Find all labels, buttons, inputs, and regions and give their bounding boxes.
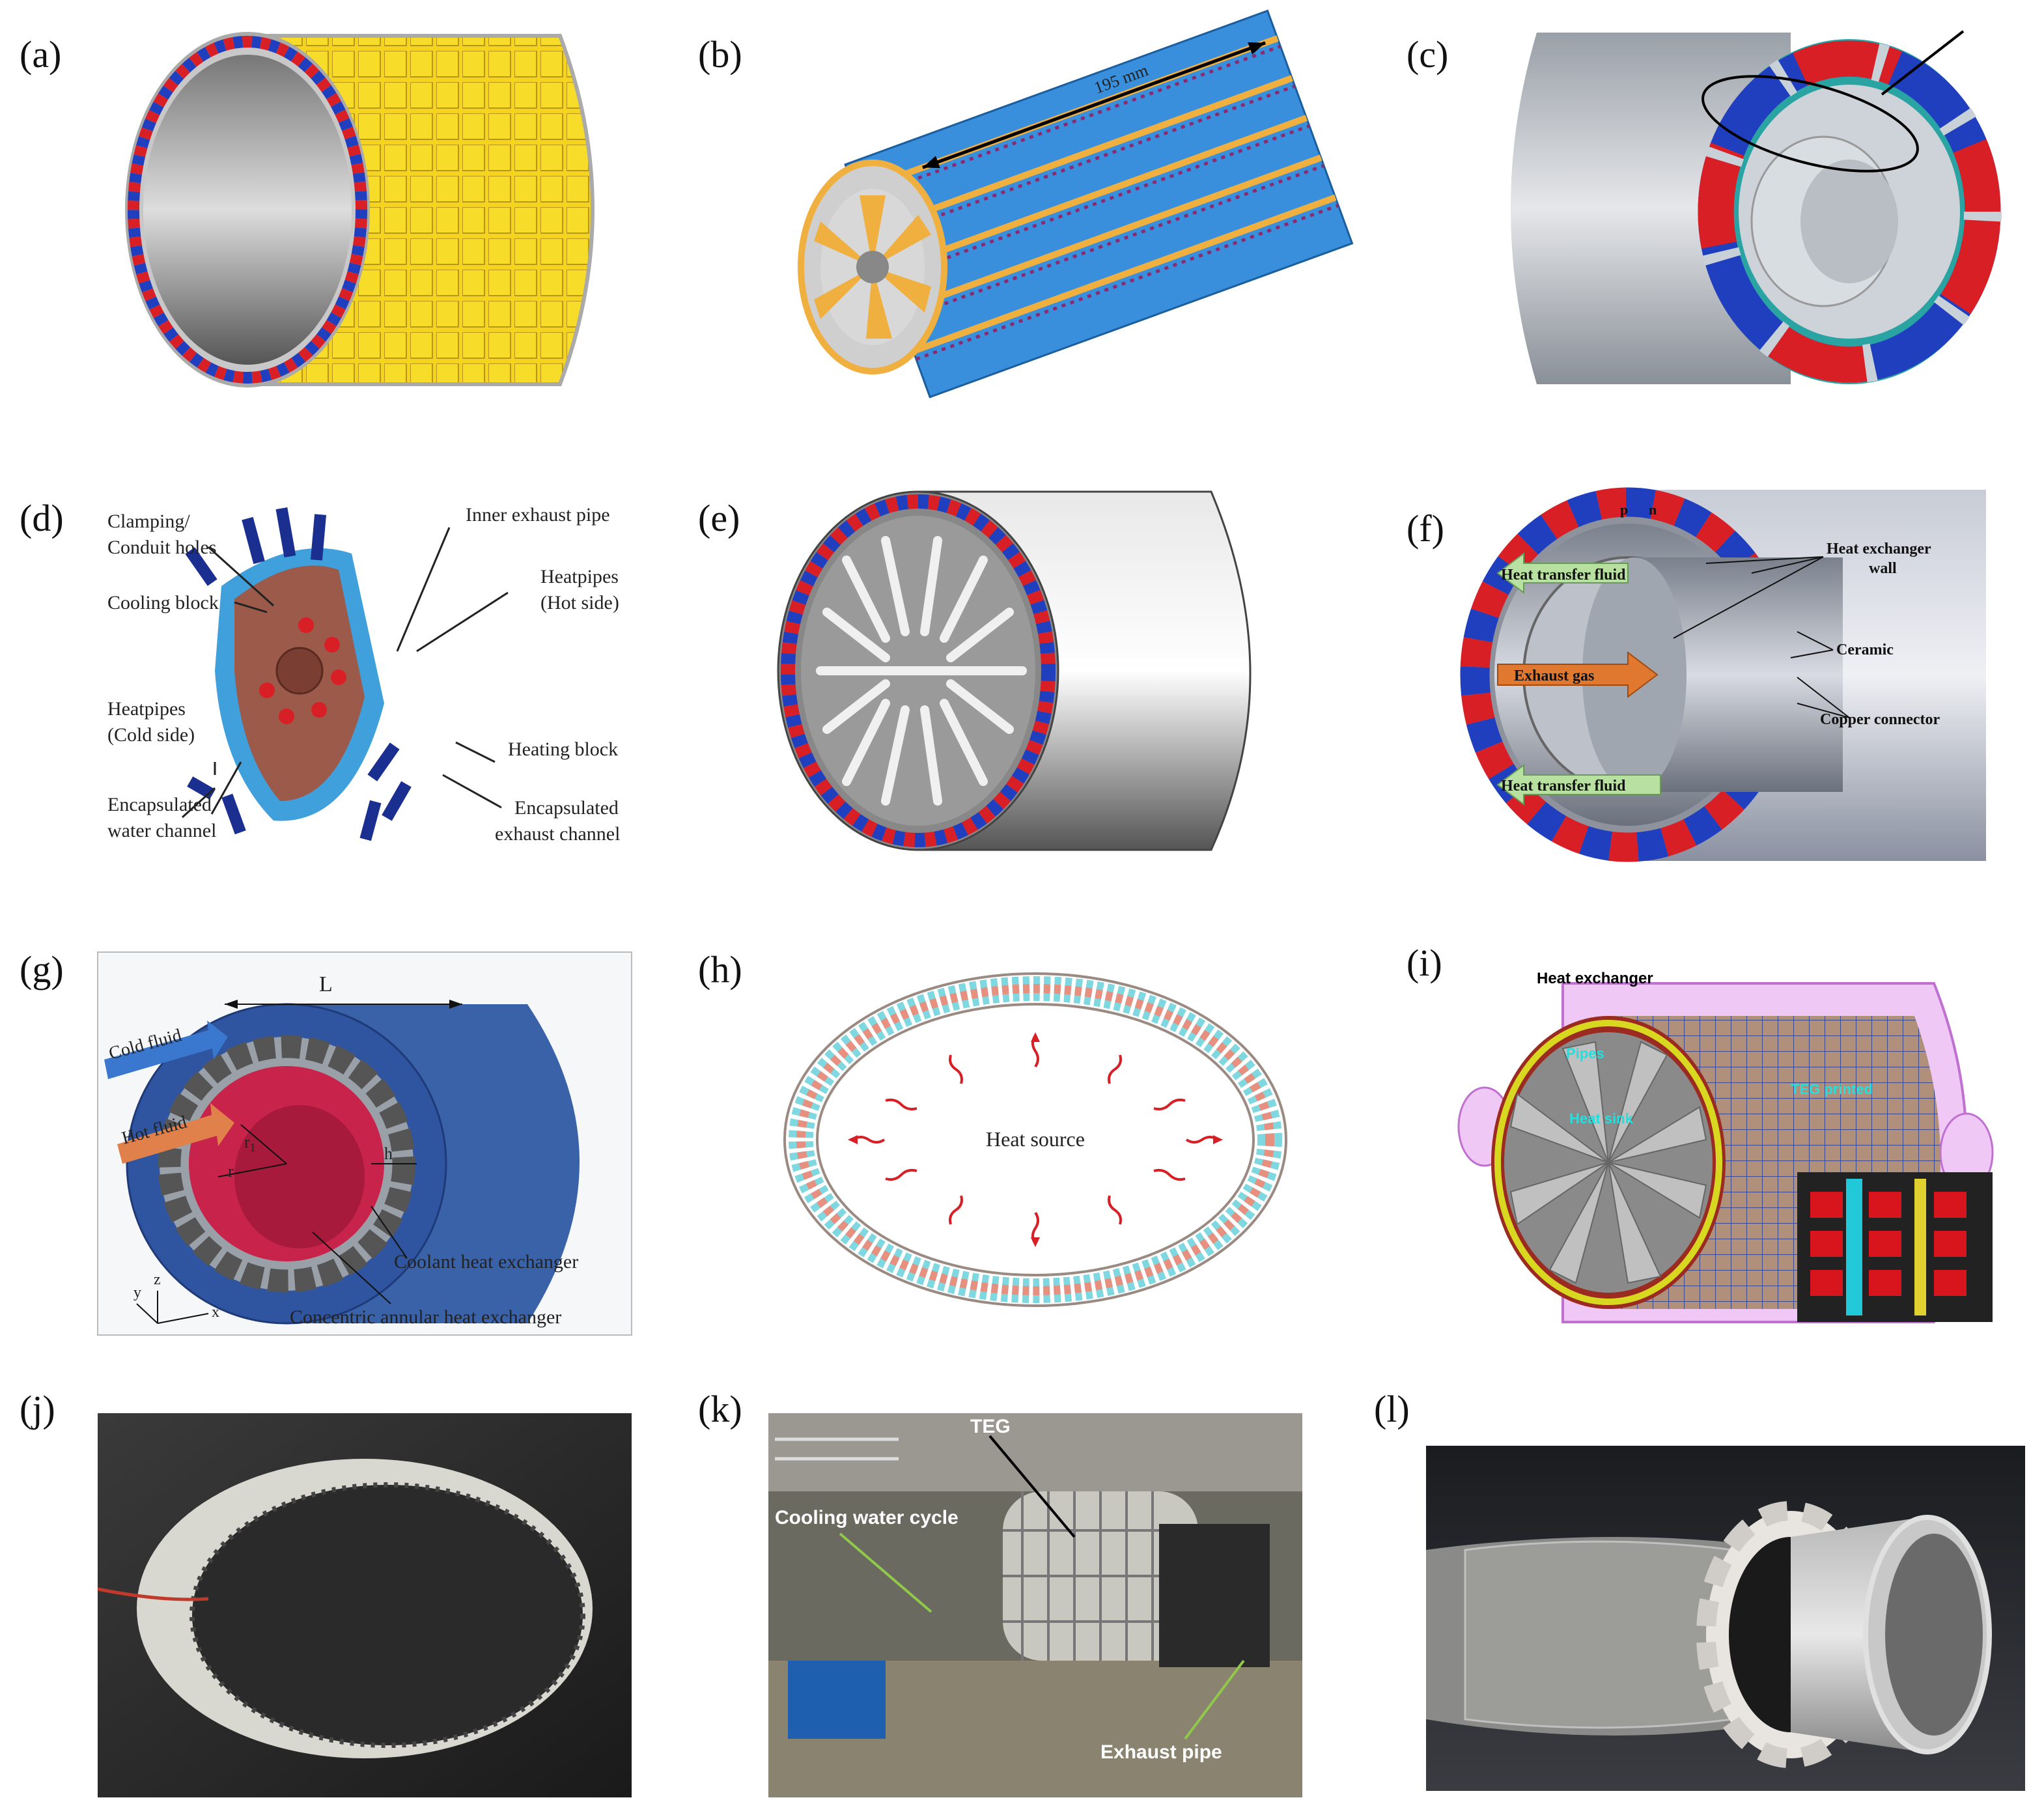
- concentric-hx-label: Concentric annular heat exchanger: [290, 1306, 561, 1328]
- r1-label: r1: [244, 1133, 256, 1154]
- enc-water-label-1: Encapsulated: [107, 794, 212, 815]
- panel-d-heatpipe-teg: Clamping/ Conduit holes Inner exhaust pi…: [107, 504, 620, 845]
- htf-bottom-label: Heat transfer fluid: [1501, 778, 1626, 795]
- coolant-hx-label: Coolant heat exchanger: [394, 1251, 578, 1273]
- panel-c-annular-teg-cutaway: [1511, 30, 2002, 384]
- l-label: L: [319, 972, 333, 996]
- panel-label-l: (l): [1374, 1388, 1410, 1430]
- axis-x-label: x: [212, 1304, 219, 1321]
- teg-printed-label: TEG printed: [1791, 1081, 1873, 1097]
- panel-label-a: (a): [20, 33, 62, 76]
- p-label: p: [1620, 501, 1628, 518]
- panel-label-f: (f): [1407, 507, 1444, 550]
- heat-source-label: Heat source: [986, 1127, 1085, 1151]
- heatpipes-hot-label-2: (Hot side): [540, 592, 619, 613]
- panel-label-h: (h): [698, 948, 742, 991]
- inner-exhaust-label: Inner exhaust pipe: [466, 504, 610, 526]
- heat-sink-label: Heat sink: [1569, 1110, 1634, 1127]
- panel-label-d: (d): [20, 497, 64, 539]
- heatpipes-cold-label-2: (Cold side): [107, 724, 195, 746]
- teg-label: TEG: [970, 1416, 1011, 1437]
- hx-wall-label-1: Heat exchanger: [1827, 541, 1931, 557]
- exhaust-pipe-label: Exhaust pipe: [1100, 1741, 1222, 1763]
- cooling-block-label: Cooling block: [107, 592, 219, 613]
- axis-z-label: z: [154, 1271, 161, 1288]
- panel-l-photo-wrapped-teg-pipe: [1426, 1446, 2025, 1791]
- clamping-label: Clamping/: [107, 511, 190, 532]
- conduit-label: Conduit holes: [107, 537, 217, 558]
- panel-label-b: (b): [698, 33, 742, 76]
- panel-f-teg-cross-section: Heat transfer fluid Exhaust gas Heat tra…: [1460, 487, 1986, 862]
- heatpipes-hot-label-1: Heatpipes: [540, 566, 619, 587]
- panel-b-finned-teg-cylinder: 195 mm: [798, 9, 1354, 399]
- heating-block-label: Heating block: [508, 739, 618, 760]
- htf-top-label: Heat transfer fluid: [1501, 567, 1626, 584]
- copper-label: Copper connector: [1820, 711, 1940, 728]
- panel-label-e: (e): [698, 497, 740, 539]
- panel-label-k: (k): [698, 1388, 742, 1430]
- panel-e-pin-fin-teg: [777, 490, 1252, 851]
- cooling-water-label: Cooling water cycle: [775, 1507, 959, 1528]
- n-label: n: [1649, 501, 1657, 518]
- pipes-label: Pipes: [1566, 1045, 1604, 1062]
- panel-label-c: (c): [1407, 33, 1449, 76]
- enc-water-label-2: water channel: [107, 820, 216, 841]
- enc-exhaust-label-1: Encapsulated: [514, 797, 619, 819]
- panel-label-g: (g): [20, 948, 64, 991]
- panel-g-concentric-teg: L Cold fluid Hot fluid r1 r h Coolant he…: [97, 951, 632, 1336]
- ceramic-label: Ceramic: [1836, 641, 1894, 658]
- heatpipes-cold-label-1: Heatpipes: [107, 698, 186, 720]
- panel-j-photo-flexible-teg-ring: [97, 1413, 632, 1797]
- enc-exhaust-label-2: exhaust channel: [495, 823, 620, 845]
- panel-i-printed-teg: Heat exchanger Pipes TEG printed Heat si…: [1457, 970, 1994, 1323]
- panel-h-radial-teg-ring: Heat source: [783, 972, 1287, 1307]
- panel-label-i: (i): [1407, 942, 1442, 984]
- panel-a-annular-teg-cylinder: [125, 32, 595, 387]
- r-label: r: [228, 1162, 234, 1181]
- axis-y-label: y: [133, 1284, 141, 1301]
- panel-k-photo-teg-test-rig: TEG Cooling water cycle Exhaust pipe: [768, 1413, 1302, 1797]
- hx-wall-label-2: wall: [1869, 560, 1897, 577]
- heat-exchanger-label: Heat exchanger: [1537, 970, 1653, 987]
- exhaust-gas-label: Exhaust gas: [1514, 668, 1594, 684]
- panel-label-j: (j): [20, 1388, 55, 1430]
- h-label: h: [384, 1144, 393, 1163]
